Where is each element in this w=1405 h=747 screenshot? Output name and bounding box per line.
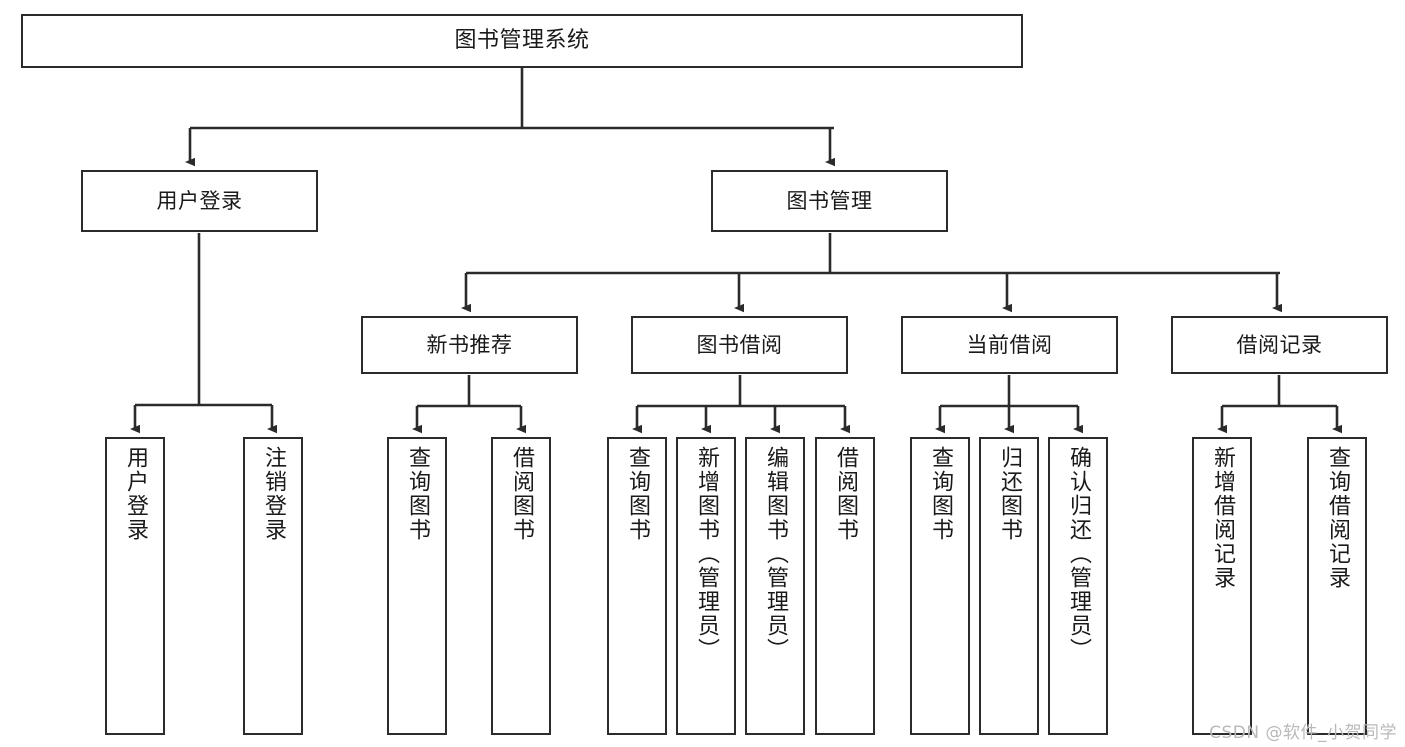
node-leaf-query-book-3-label: 查询图书: [928, 446, 953, 542]
node-leaf-confirm-return[interactable]: 确认归还（管理员）: [1048, 437, 1108, 735]
node-leaf-confirm-return-label: 确认归还（管理员）: [1066, 446, 1091, 662]
node-root[interactable]: 图书管理系统: [21, 14, 1023, 68]
node-leaf-logout-login[interactable]: 注销登录: [243, 437, 303, 735]
node-leaf-user-login[interactable]: 用户登录: [105, 437, 165, 735]
node-leaf-query-book-1-label: 查询图书: [405, 446, 430, 542]
node-leaf-query-record[interactable]: 查询借阅记录: [1307, 437, 1367, 735]
node-leaf-borrow-book-1[interactable]: 借阅图书: [491, 437, 551, 735]
node-leaf-borrow-book-1-label: 借阅图书: [509, 446, 534, 542]
node-current-borrow[interactable]: 当前借阅: [901, 316, 1118, 374]
node-book-manage[interactable]: 图书管理: [711, 170, 948, 232]
node-leaf-query-book-2-label: 查询图书: [625, 446, 650, 542]
node-current-borrow-label: 当前借阅: [966, 332, 1053, 357]
node-leaf-add-record-label: 新增借阅记录: [1210, 446, 1235, 590]
node-leaf-query-record-label: 查询借阅记录: [1325, 446, 1350, 590]
node-borrow-record[interactable]: 借阅记录: [1171, 316, 1388, 374]
node-leaf-query-book-2[interactable]: 查询图书: [607, 437, 667, 735]
node-leaf-logout-login-label: 注销登录: [261, 446, 286, 542]
node-borrow-record-label: 借阅记录: [1236, 332, 1323, 357]
node-leaf-return-book-label: 归还图书: [997, 446, 1022, 542]
node-book-manage-label: 图书管理: [786, 188, 873, 213]
node-leaf-borrow-book-2[interactable]: 借阅图书: [815, 437, 875, 735]
node-leaf-borrow-book-2-label: 借阅图书: [833, 446, 858, 542]
node-new-book-recommend[interactable]: 新书推荐: [361, 316, 578, 374]
node-leaf-add-record[interactable]: 新增借阅记录: [1192, 437, 1252, 735]
node-leaf-query-book-1[interactable]: 查询图书: [387, 437, 447, 735]
node-book-borrow-label: 图书借阅: [696, 332, 783, 357]
node-leaf-return-book[interactable]: 归还图书: [979, 437, 1039, 735]
node-leaf-edit-book-label: 编辑图书（管理员）: [763, 446, 788, 662]
node-user-login-label: 用户登录: [156, 188, 243, 213]
node-leaf-add-book-label: 新增图书（管理员）: [694, 446, 719, 662]
node-leaf-user-login-label: 用户登录: [123, 446, 148, 542]
node-leaf-query-book-3[interactable]: 查询图书: [910, 437, 970, 735]
node-book-borrow[interactable]: 图书借阅: [631, 316, 848, 374]
node-user-login[interactable]: 用户登录: [81, 170, 318, 232]
node-leaf-edit-book[interactable]: 编辑图书（管理员）: [745, 437, 805, 735]
node-new-book-recommend-label: 新书推荐: [426, 332, 513, 357]
node-root-label: 图书管理系统: [454, 28, 590, 54]
node-leaf-add-book[interactable]: 新增图书（管理员）: [676, 437, 736, 735]
